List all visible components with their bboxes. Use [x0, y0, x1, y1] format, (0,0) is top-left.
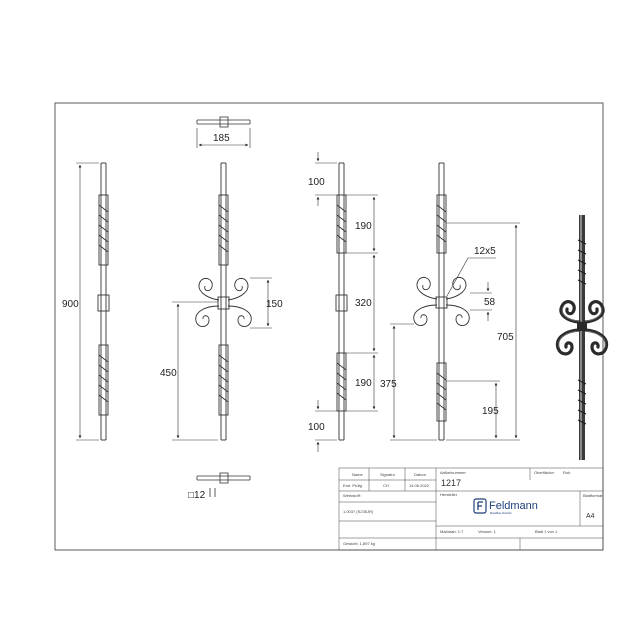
dim-185-label: 185: [213, 133, 230, 144]
tb-weight: Gewicht: 1,897 kg: [343, 541, 375, 546]
dim-320-label: 320: [355, 298, 372, 309]
dim-900-label: 900: [62, 299, 79, 310]
detail-dims: [390, 222, 520, 441]
front-view: [195, 162, 252, 441]
tb-sheet-format-label: Blattformat: [583, 493, 603, 498]
bottom-projection: [196, 472, 251, 497]
detail-view: [413, 162, 470, 441]
dim-190-bottom-label: 190: [355, 378, 372, 389]
tb-col-signature: Signatur: [380, 472, 396, 477]
tb-manufacturer-label: Hersteller: [440, 492, 458, 497]
dim-705-label: 705: [497, 332, 514, 343]
tb-material-label: Werkstoff:: [343, 493, 361, 498]
tb-col-name: Name: [352, 472, 363, 477]
segment-view: [335, 162, 348, 441]
dim-195-label: 195: [482, 406, 499, 417]
dim-185: [196, 128, 251, 148]
tb-company-tagline: Metallbau Zubehör: [490, 511, 512, 515]
tb-surface-label: Oberfläche:: [534, 470, 555, 475]
dim-190-top-label: 190: [355, 221, 372, 232]
tb-row-label: Erst. Prüfg.: [343, 483, 363, 488]
dim-100-top-label: 100: [308, 177, 325, 188]
dim-450: [172, 301, 218, 441]
dim-450-label: 450: [160, 368, 177, 379]
product-render: [555, 215, 609, 460]
tb-col-date: Datum: [414, 472, 426, 477]
tb-scale: Maßstab: 1:7: [440, 529, 464, 534]
dim-100-bottom-label: 100: [308, 422, 325, 433]
tb-date: 14.06.2022: [409, 483, 430, 488]
tb-material-value: 1.0037 (S235JR): [343, 509, 374, 514]
dim-150: [250, 277, 272, 329]
tb-signature: CH: [383, 483, 389, 488]
tb-version: Version: 1: [478, 529, 497, 534]
tb-sheet: Blatt 1 von 1: [535, 529, 558, 534]
dim-58-label: 58: [484, 297, 496, 308]
dim-12x5-label: 12x5: [474, 246, 496, 257]
tb-surface-value: Roh: [563, 470, 570, 475]
feldmann-logo-icon: [473, 498, 487, 514]
tb-company: Feldmann: [489, 500, 538, 512]
tb-sheet-format-value: A4: [586, 513, 595, 520]
dim-900: [76, 162, 99, 441]
dim-square-label: □12: [188, 490, 206, 501]
tb-article-number: 1217: [441, 478, 461, 488]
tb-article-label: Artikelnummer: [440, 470, 466, 475]
dim-150-label: 150: [266, 299, 283, 310]
drawing-frame: [54, 102, 604, 551]
title-block: [338, 467, 604, 551]
dim-375-label: 375: [380, 379, 397, 390]
side-view: [97, 162, 110, 441]
top-projection: [196, 116, 251, 128]
segment-dims: [315, 152, 378, 452]
